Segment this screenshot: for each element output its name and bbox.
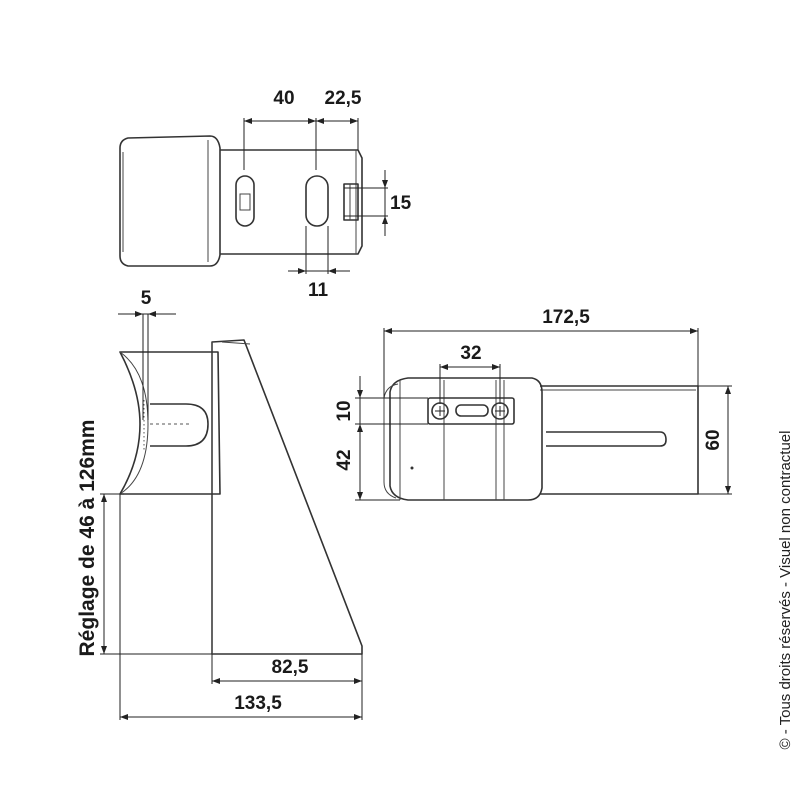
side-view: 5 Réglage de 46 à 126mm 82,5 133,5 <box>76 288 363 720</box>
dim-42: 42 <box>334 449 355 470</box>
dim-82-5: 82,5 <box>272 657 309 678</box>
top-view: 40 22,5 15 11 <box>119 88 412 301</box>
dim-22-5: 22,5 <box>325 88 362 109</box>
dim-60: 60 <box>703 429 724 450</box>
dim-32: 32 <box>460 343 481 364</box>
dim-172-5: 172,5 <box>542 307 590 328</box>
adjustment-label: Réglage de 46 à 126mm <box>76 420 99 657</box>
dim-40: 40 <box>273 88 294 109</box>
dim-15: 15 <box>390 193 412 214</box>
plan-view: 172,5 32 10 42 60 <box>334 307 732 501</box>
dim-10: 10 <box>334 400 355 421</box>
copyright-note: © - Tous droits réservés - Visuel non co… <box>777 431 794 750</box>
dim-5: 5 <box>141 288 152 309</box>
dim-11: 11 <box>308 280 329 301</box>
dim-133-5: 133,5 <box>234 693 282 714</box>
